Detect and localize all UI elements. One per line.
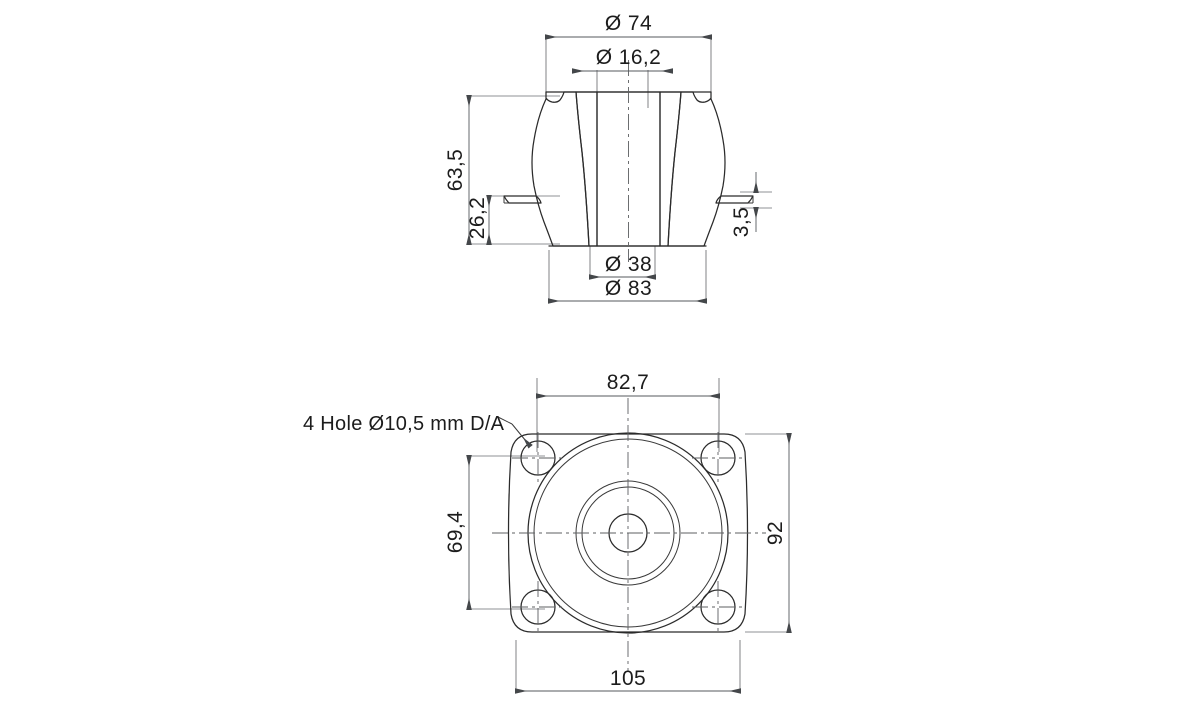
dimension-diameter-16-2: Ø 16,2 [572, 46, 673, 74]
dimension-diameter-83: Ø 83 [548, 277, 707, 304]
dimension-height-69-4: 69,4 [444, 455, 472, 610]
section-geometry [503, 60, 754, 262]
dimension-thickness-3-5: 3,5 [730, 172, 759, 237]
bolt-hole-top-right [692, 432, 744, 484]
dimension-label-d162: Ø 16,2 [596, 46, 661, 69]
dimension-label-w827: 82,7 [607, 371, 649, 394]
base-plate-outline [507, 433, 749, 633]
metal-core-right [659, 91, 682, 247]
dimension-height-26-2: 26,2 [466, 195, 492, 245]
bolt-hole-bottom-left [512, 581, 564, 633]
plan-extension-lines [468, 378, 790, 692]
dimension-diameter-38: Ø 38 [589, 253, 656, 280]
dimension-label-w105: 105 [610, 667, 646, 690]
dimension-label-d38: Ø 38 [605, 253, 652, 276]
dimension-label-h635: 63,5 [444, 149, 467, 191]
plan-view: 4 Hole Ø10,5 mm D/A 82,7 105 69,4 92 [303, 371, 792, 694]
dimension-height-92: 92 [764, 433, 792, 633]
dimension-height-63-5: 63,5 [444, 95, 472, 245]
dimension-width-82-7: 82,7 [536, 371, 720, 399]
bolt-hole-top-left [512, 432, 564, 484]
section-extension-lines [468, 36, 772, 302]
dimension-label-t35: 3,5 [730, 207, 753, 237]
section-view: Ø 74 Ø 16,2 63,5 26,2 3,5 Ø 38 [444, 12, 772, 304]
dimension-diameter-74: Ø 74 [545, 12, 712, 40]
bolt-hole-bottom-right [692, 581, 744, 633]
hole-note-leader [497, 416, 533, 449]
dimension-label-h262: 26,2 [466, 197, 489, 239]
flange-tab-left [503, 195, 542, 204]
dimension-label-h92: 92 [764, 521, 787, 545]
metal-core-left [575, 91, 598, 247]
flange-tab-right [715, 195, 754, 204]
dimension-width-105: 105 [515, 667, 741, 694]
dimension-label-d74: Ø 74 [605, 12, 652, 35]
hole-note-label: 4 Hole Ø10,5 mm D/A [303, 413, 505, 435]
dimension-label-h694: 69,4 [444, 511, 467, 553]
dimension-label-d83: Ø 83 [605, 277, 652, 300]
